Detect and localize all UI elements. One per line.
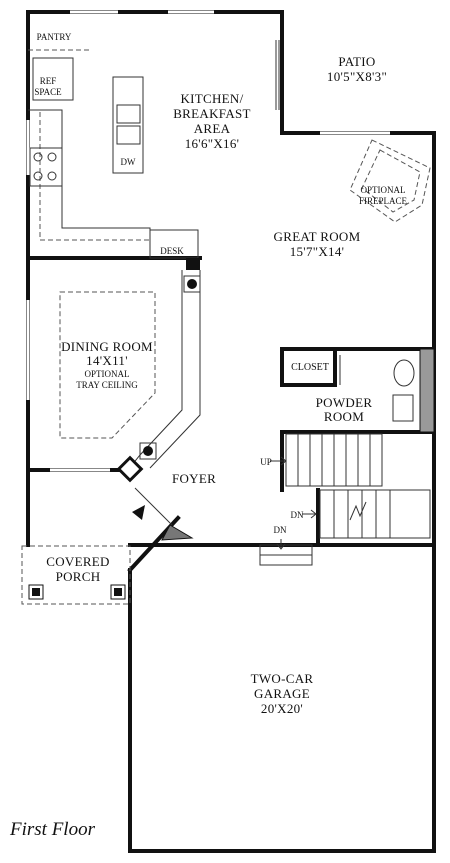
stairs-up-label: UP: [260, 457, 272, 467]
great-room-label: GREAT ROOM: [274, 229, 361, 244]
garage-dimensions: 20'X20': [261, 701, 303, 716]
powder-room-label-1: POWDER: [316, 395, 373, 410]
tray-ceiling-label-2: TRAY CEILING: [76, 380, 138, 390]
stairs: [259, 433, 431, 566]
patio-dimensions: 10'5"X8'3": [327, 69, 387, 84]
patio-label: PATIO: [338, 54, 375, 69]
fireplace-label-2: FIREPLACE: [359, 196, 408, 206]
optional-fireplace: [349, 139, 431, 223]
tray-ceiling-outline: [59, 291, 156, 439]
stairs-down-label-1: DN: [291, 510, 304, 520]
stairs-down-label-2: DN: [274, 525, 287, 535]
covered-porch-label-1: COVERED: [46, 554, 110, 569]
powder-room-label-2: ROOM: [324, 409, 364, 424]
garage-label-1: TWO-CAR: [251, 671, 314, 686]
pantry-label: PANTRY: [37, 32, 72, 42]
tray-ceiling-label-1: OPTIONAL: [85, 369, 130, 379]
powder-fixtures: [339, 348, 435, 433]
dining-room-label: DINING ROOM: [61, 339, 153, 354]
kitchen-label-3: AREA: [194, 121, 231, 136]
kitchen-fixtures: [28, 40, 280, 270]
floor-title: First Floor: [9, 819, 96, 840]
room-labels: PANTRY REF SPACE KITCHEN/ BREAKFAST AREA…: [34, 32, 407, 716]
entry-door: [132, 487, 194, 541]
kitchen-label-1: KITCHEN/: [180, 91, 243, 106]
great-room-dimensions: 15'7"X14': [290, 244, 345, 259]
kitchen-label-2: BREAKFAST: [173, 106, 251, 121]
closet-label: CLOSET: [291, 362, 329, 373]
dishwasher-label: DW: [121, 157, 136, 167]
desk-label: DESK: [160, 246, 184, 256]
fireplace-label-1: OPTIONAL: [361, 185, 406, 195]
covered-porch-label-2: PORCH: [56, 569, 101, 584]
ref-space-label-1: REF: [40, 76, 57, 86]
kitchen-dimensions: 16'6"X16': [185, 136, 240, 151]
garage-label-2: GARAGE: [254, 686, 310, 701]
columns: [116, 275, 201, 483]
ref-space-label-2: SPACE: [34, 87, 62, 97]
dining-room-dimensions: 14'X11': [86, 353, 128, 368]
foyer-label: FOYER: [172, 471, 216, 486]
covered-porch: [21, 545, 131, 605]
